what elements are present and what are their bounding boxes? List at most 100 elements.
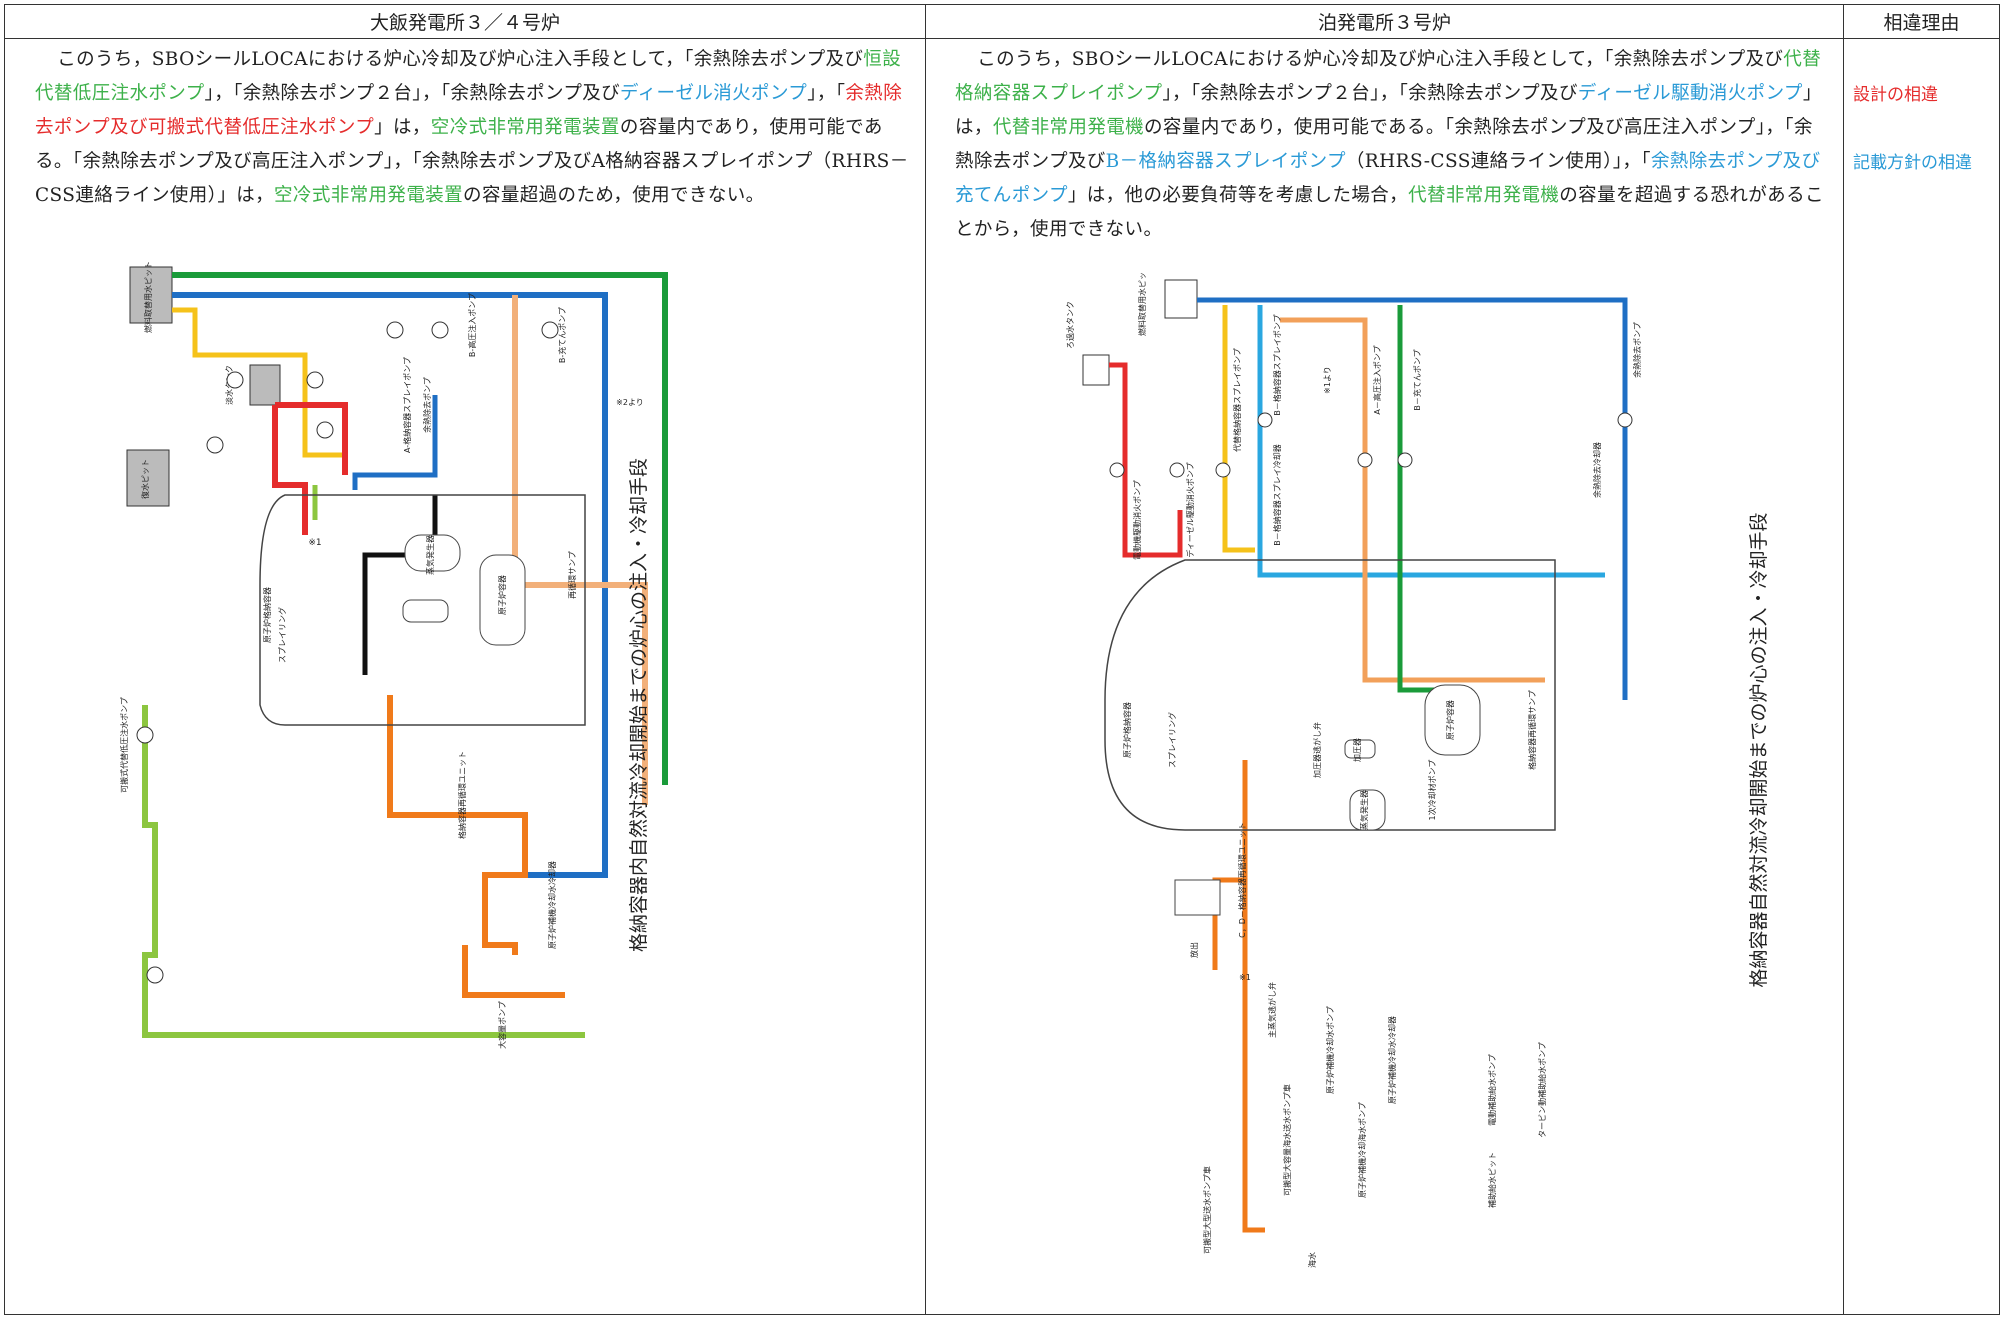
tomari-reactor-label: 原子炉容器 bbox=[1445, 700, 1455, 740]
ohi-turbine-pump-icon bbox=[206, 436, 224, 454]
ohi-red-line-2 bbox=[275, 402, 348, 475]
tomari-altcs-label: 代替格納容器スプレイポンプ bbox=[1232, 348, 1242, 452]
header-tomari: 泊発電所３号炉 bbox=[926, 5, 1843, 39]
tomari-psea-label: 可搬型大容量海水送水ポンプ車 bbox=[1282, 1084, 1292, 1196]
tomari-rcp-label: 1次冷却材ポンプ bbox=[1427, 760, 1437, 821]
mid_text-segment: 余熱除去ポンプ及び充てんポンプ bbox=[955, 151, 1821, 206]
ohi-portable-label: 可搬式代替低圧注水ポンプ bbox=[119, 697, 129, 793]
tomari-cv-unit bbox=[1174, 879, 1221, 916]
column-divider-1 bbox=[925, 5, 926, 1314]
ohi-yellow-line bbox=[172, 307, 345, 458]
tomari-green-line bbox=[1397, 305, 1455, 693]
comparison-table: 大飯発電所３／４号炉 泊発電所３号炉 相違理由 このうち，SBOシールLOCAに… bbox=[4, 4, 2000, 1315]
mid_text-segment: 」，「余熱除去ポンプ２台」，「余熱除去ポンプ及び bbox=[1162, 83, 1578, 104]
ohi-sump-label: 再循環サンプ bbox=[567, 551, 577, 599]
reason-design: 設計の相違 bbox=[1853, 85, 1938, 105]
tomari-tank bbox=[1082, 354, 1110, 386]
tomari-sg-label: 蒸気発生器 bbox=[1359, 790, 1369, 830]
ohi-aux-pit-label: 復水ピット bbox=[140, 459, 150, 499]
mid_text-segment: 代替非常用発電機 bbox=[1408, 185, 1560, 206]
tomari-cvunit-label: C，D－格納容器再循環ユニット bbox=[1237, 822, 1247, 938]
tomari-diagram: 燃料取替用水ピット ろ過水タンク 電動機駆動消火ポンプ ディーゼル駆動消火ポンプ… bbox=[1065, 270, 1770, 1268]
ohi-cvunit-label: 格納容器再循環ユニット bbox=[457, 751, 467, 839]
left_text-segment: の容量超過のため，使用できない。 bbox=[463, 185, 765, 206]
mid_text-segment: ディーゼル駆動消火ポンプ bbox=[1577, 83, 1803, 104]
tomari-orange-line-3 bbox=[1242, 880, 1265, 1233]
tomari-sump-label: 格納容器再循環サンプ bbox=[1527, 690, 1537, 770]
tomari-diesel-pump-icon bbox=[1169, 462, 1185, 478]
tomari-cyan-line bbox=[1257, 305, 1605, 578]
left_text-segment: このうち，SBOシールLOCAにおける炉心冷却及び炉心注入手段として，「余熱除去… bbox=[57, 49, 864, 70]
mid_text-segment: の容量を超過する恐れがあることから，使用できない。 bbox=[955, 185, 1824, 240]
ohi-pit bbox=[129, 266, 173, 324]
mid_text-segment: 代替非常用発電機 bbox=[992, 117, 1145, 138]
tomari-bcsc-label: B－格納容器スプレイ冷却器 bbox=[1272, 444, 1282, 546]
ohi-reactor-label: 原子炉容器 bbox=[497, 575, 507, 615]
ohi-alt-pump-icon bbox=[316, 421, 334, 439]
tomari-pit-label: 燃料取替用水ピット bbox=[1137, 270, 1147, 336]
ohi-red-line bbox=[272, 405, 308, 535]
tomari-note1: ※1より bbox=[1323, 366, 1332, 394]
ohi-diesel-pump-icon bbox=[306, 371, 324, 389]
tomari-pressurizer bbox=[1344, 739, 1376, 759]
left_text-segment: 空冷式非常用発電装置 bbox=[274, 185, 464, 206]
tomari-tap-label: タービン動補助給水ポンプ bbox=[1537, 1042, 1547, 1138]
left_text-segment: 恒設代替低圧注水ポンプ bbox=[35, 49, 902, 104]
ohi-rhr-pump-icon bbox=[431, 321, 449, 339]
ohi-hose-icon bbox=[146, 966, 164, 984]
ohi-green-line bbox=[172, 272, 668, 785]
ohi-cs-pump-icon bbox=[386, 321, 404, 339]
tomari-sea-label: 海水 bbox=[1307, 1252, 1317, 1268]
tomari-ccwc-label: 原子炉補機冷却水冷却器 bbox=[1387, 1016, 1397, 1104]
tomari-mrelief-label: 主蒸気逃がし弁 bbox=[1267, 982, 1277, 1038]
tomari-blue-line bbox=[1197, 297, 1628, 700]
tomari-charging-pump-icon bbox=[1397, 452, 1413, 468]
ohi-diagram: 燃料取替用水ピット 復水ピット 淡水タンク bbox=[119, 261, 668, 1049]
tomari-map-label: 電動補助給水ポンプ bbox=[1487, 1054, 1497, 1126]
ohi-orange-line bbox=[387, 695, 528, 955]
left_text-segment: ディーゼル消火ポンプ bbox=[620, 83, 808, 104]
ohi-charging-pump-icon bbox=[541, 321, 559, 339]
tomari-discharge-label: 放出 bbox=[1189, 942, 1199, 958]
tomari-caption: 格納容器自然対流冷却開始までの炉心の注入・冷却手段 bbox=[1748, 512, 1770, 987]
tomari-rhr-label: 余熱除去ポンプ bbox=[1632, 322, 1642, 378]
tomari-mfp-label: 電動機駆動消火ポンプ bbox=[1132, 480, 1142, 560]
tomari-red-line bbox=[1109, 362, 1183, 558]
tomari-sg bbox=[1349, 789, 1386, 831]
left_text-segment: 」，「 bbox=[807, 83, 846, 104]
tomari-tank-label: ろ過水タンク bbox=[1065, 301, 1075, 349]
mid_text-segment: 」は，他の必要負荷等を考慮した場合， bbox=[1067, 185, 1409, 206]
header-reason: 相違理由 bbox=[1844, 5, 1999, 39]
left_text-segment: 空冷式非常用発電装置 bbox=[430, 117, 620, 138]
ohi-note3: ※2より bbox=[616, 398, 644, 407]
tomari-b-cs-pump-icon bbox=[1257, 412, 1273, 428]
ohi-reactor bbox=[479, 554, 526, 646]
ohi-motor-fire-pump-icon bbox=[226, 371, 244, 389]
tomari-bcs-label: B－格納容器スプレイポンプ bbox=[1272, 314, 1282, 415]
tomari-reactor bbox=[1424, 684, 1481, 756]
header-ohi: 大飯発電所３／４号炉 bbox=[5, 5, 925, 39]
mid_text-segment: （RHRS-CSS連絡ライン使用）」，「 bbox=[1345, 151, 1651, 172]
ohi-sg-label: 蒸気発生器 bbox=[425, 535, 435, 575]
ohi-hi-pump-label: B-高圧注入ポンプ bbox=[467, 293, 477, 357]
tomari-hi-label: A－高圧注入ポンプ bbox=[1372, 345, 1382, 414]
tomari-pit bbox=[1164, 279, 1198, 319]
ohi-sg bbox=[404, 534, 461, 572]
ohi-ccw-label: 原子炉補機冷却水冷却器 bbox=[547, 861, 557, 949]
tomari-cv-label: 原子炉格納容器 bbox=[1122, 702, 1132, 758]
ohi-charging-label: B-充てんポンプ bbox=[557, 307, 567, 363]
mid_text-segment: このうち，SBOシールLOCAにおける炉心冷却及び炉心注入手段として，「余熱除去… bbox=[977, 49, 1784, 70]
tomari-charging-label: B－充てんポンプ bbox=[1412, 349, 1422, 410]
ohi-bigpump-label: 大容量ポンプ bbox=[497, 1001, 507, 1049]
ohi-cv-label: 原子炉格納容器 bbox=[262, 587, 272, 643]
tomari-ccwsp-label: 原子炉補機冷却海水ポンプ bbox=[1357, 1102, 1367, 1198]
ohi-caption: 格納容器内自然対流冷却開始までの炉心の注入・冷却手段 bbox=[628, 458, 650, 952]
tomari-ccwp-label: 原子炉補機冷却水ポンプ bbox=[1325, 1006, 1335, 1094]
tomari-pzr-label: 加圧器 bbox=[1352, 738, 1362, 762]
tomari-alt-cs-pump-icon bbox=[1215, 462, 1231, 478]
mid_text-segment: 代替格納容器スプレイポンプ bbox=[955, 49, 1822, 104]
tomari-dp-label: ディーゼル駆動消火ポンプ bbox=[1185, 462, 1195, 557]
ohi-rhr-pump-label: 余熱除去ポンプ bbox=[422, 377, 432, 433]
tomari-containment bbox=[1104, 559, 1556, 831]
ohi-spray-label: スプレイリング bbox=[277, 607, 287, 663]
